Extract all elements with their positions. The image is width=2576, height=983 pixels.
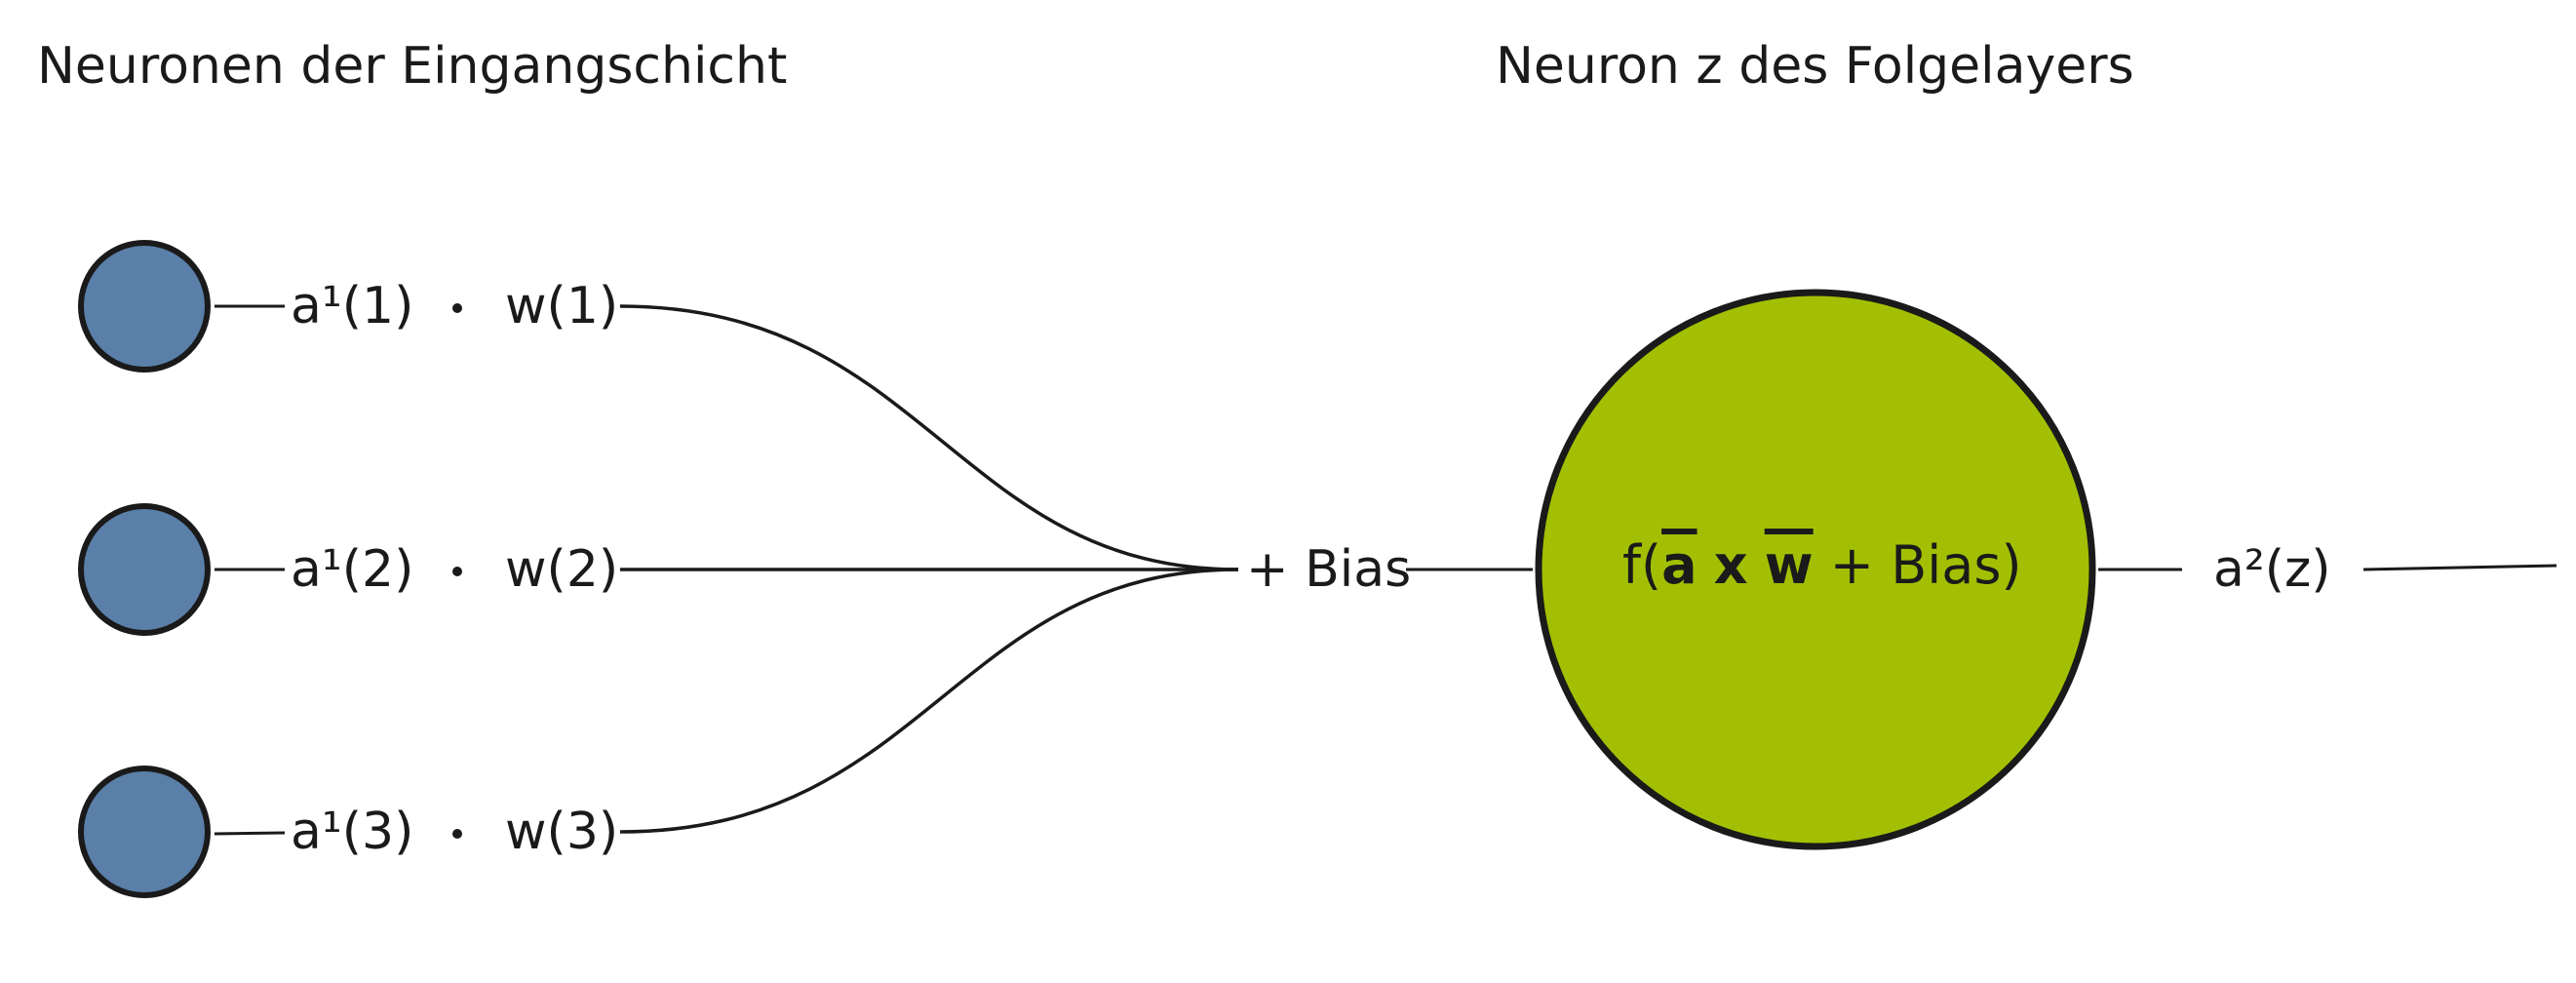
weight-label-2: w(2) <box>505 540 619 599</box>
input-neuron-2 <box>78 503 211 636</box>
input-layer-heading: Neuronen der Eingangschicht <box>37 37 788 96</box>
output-label: a²(z) <box>2213 540 2331 599</box>
edge-3 <box>619 568 1239 834</box>
vector-w: w <box>1764 534 1814 596</box>
weight-label-1: w(1) <box>505 277 619 335</box>
multiply-dot-2 <box>452 567 462 576</box>
activation-label-2: a¹(2) <box>291 540 414 599</box>
multiply-dot-3 <box>452 829 462 839</box>
activation-label-3: a¹(3) <box>291 803 414 861</box>
output-connector-2 <box>2362 564 2557 571</box>
activation-label-1: a¹(1) <box>291 277 414 335</box>
formula-suffix: + Bias) <box>1829 534 2022 596</box>
input-neuron-3 <box>78 766 211 898</box>
input-neuron-1 <box>78 240 211 373</box>
edge-1 <box>619 304 1239 571</box>
vector-a: a <box>1661 534 1698 596</box>
connector-3 <box>214 831 286 836</box>
activation-formula: f(a x w + Bias) <box>1622 539 2022 592</box>
output-neuron <box>1535 289 2096 850</box>
multiply-dot-1 <box>452 303 462 313</box>
formula-times: x <box>1713 534 1748 596</box>
weight-label-3: w(3) <box>505 803 619 861</box>
bias-label: + Bias <box>1246 540 1412 599</box>
formula-prefix: f( <box>1622 534 1662 596</box>
next-neuron-heading: Neuron z des Folgelayers <box>1496 37 2134 96</box>
